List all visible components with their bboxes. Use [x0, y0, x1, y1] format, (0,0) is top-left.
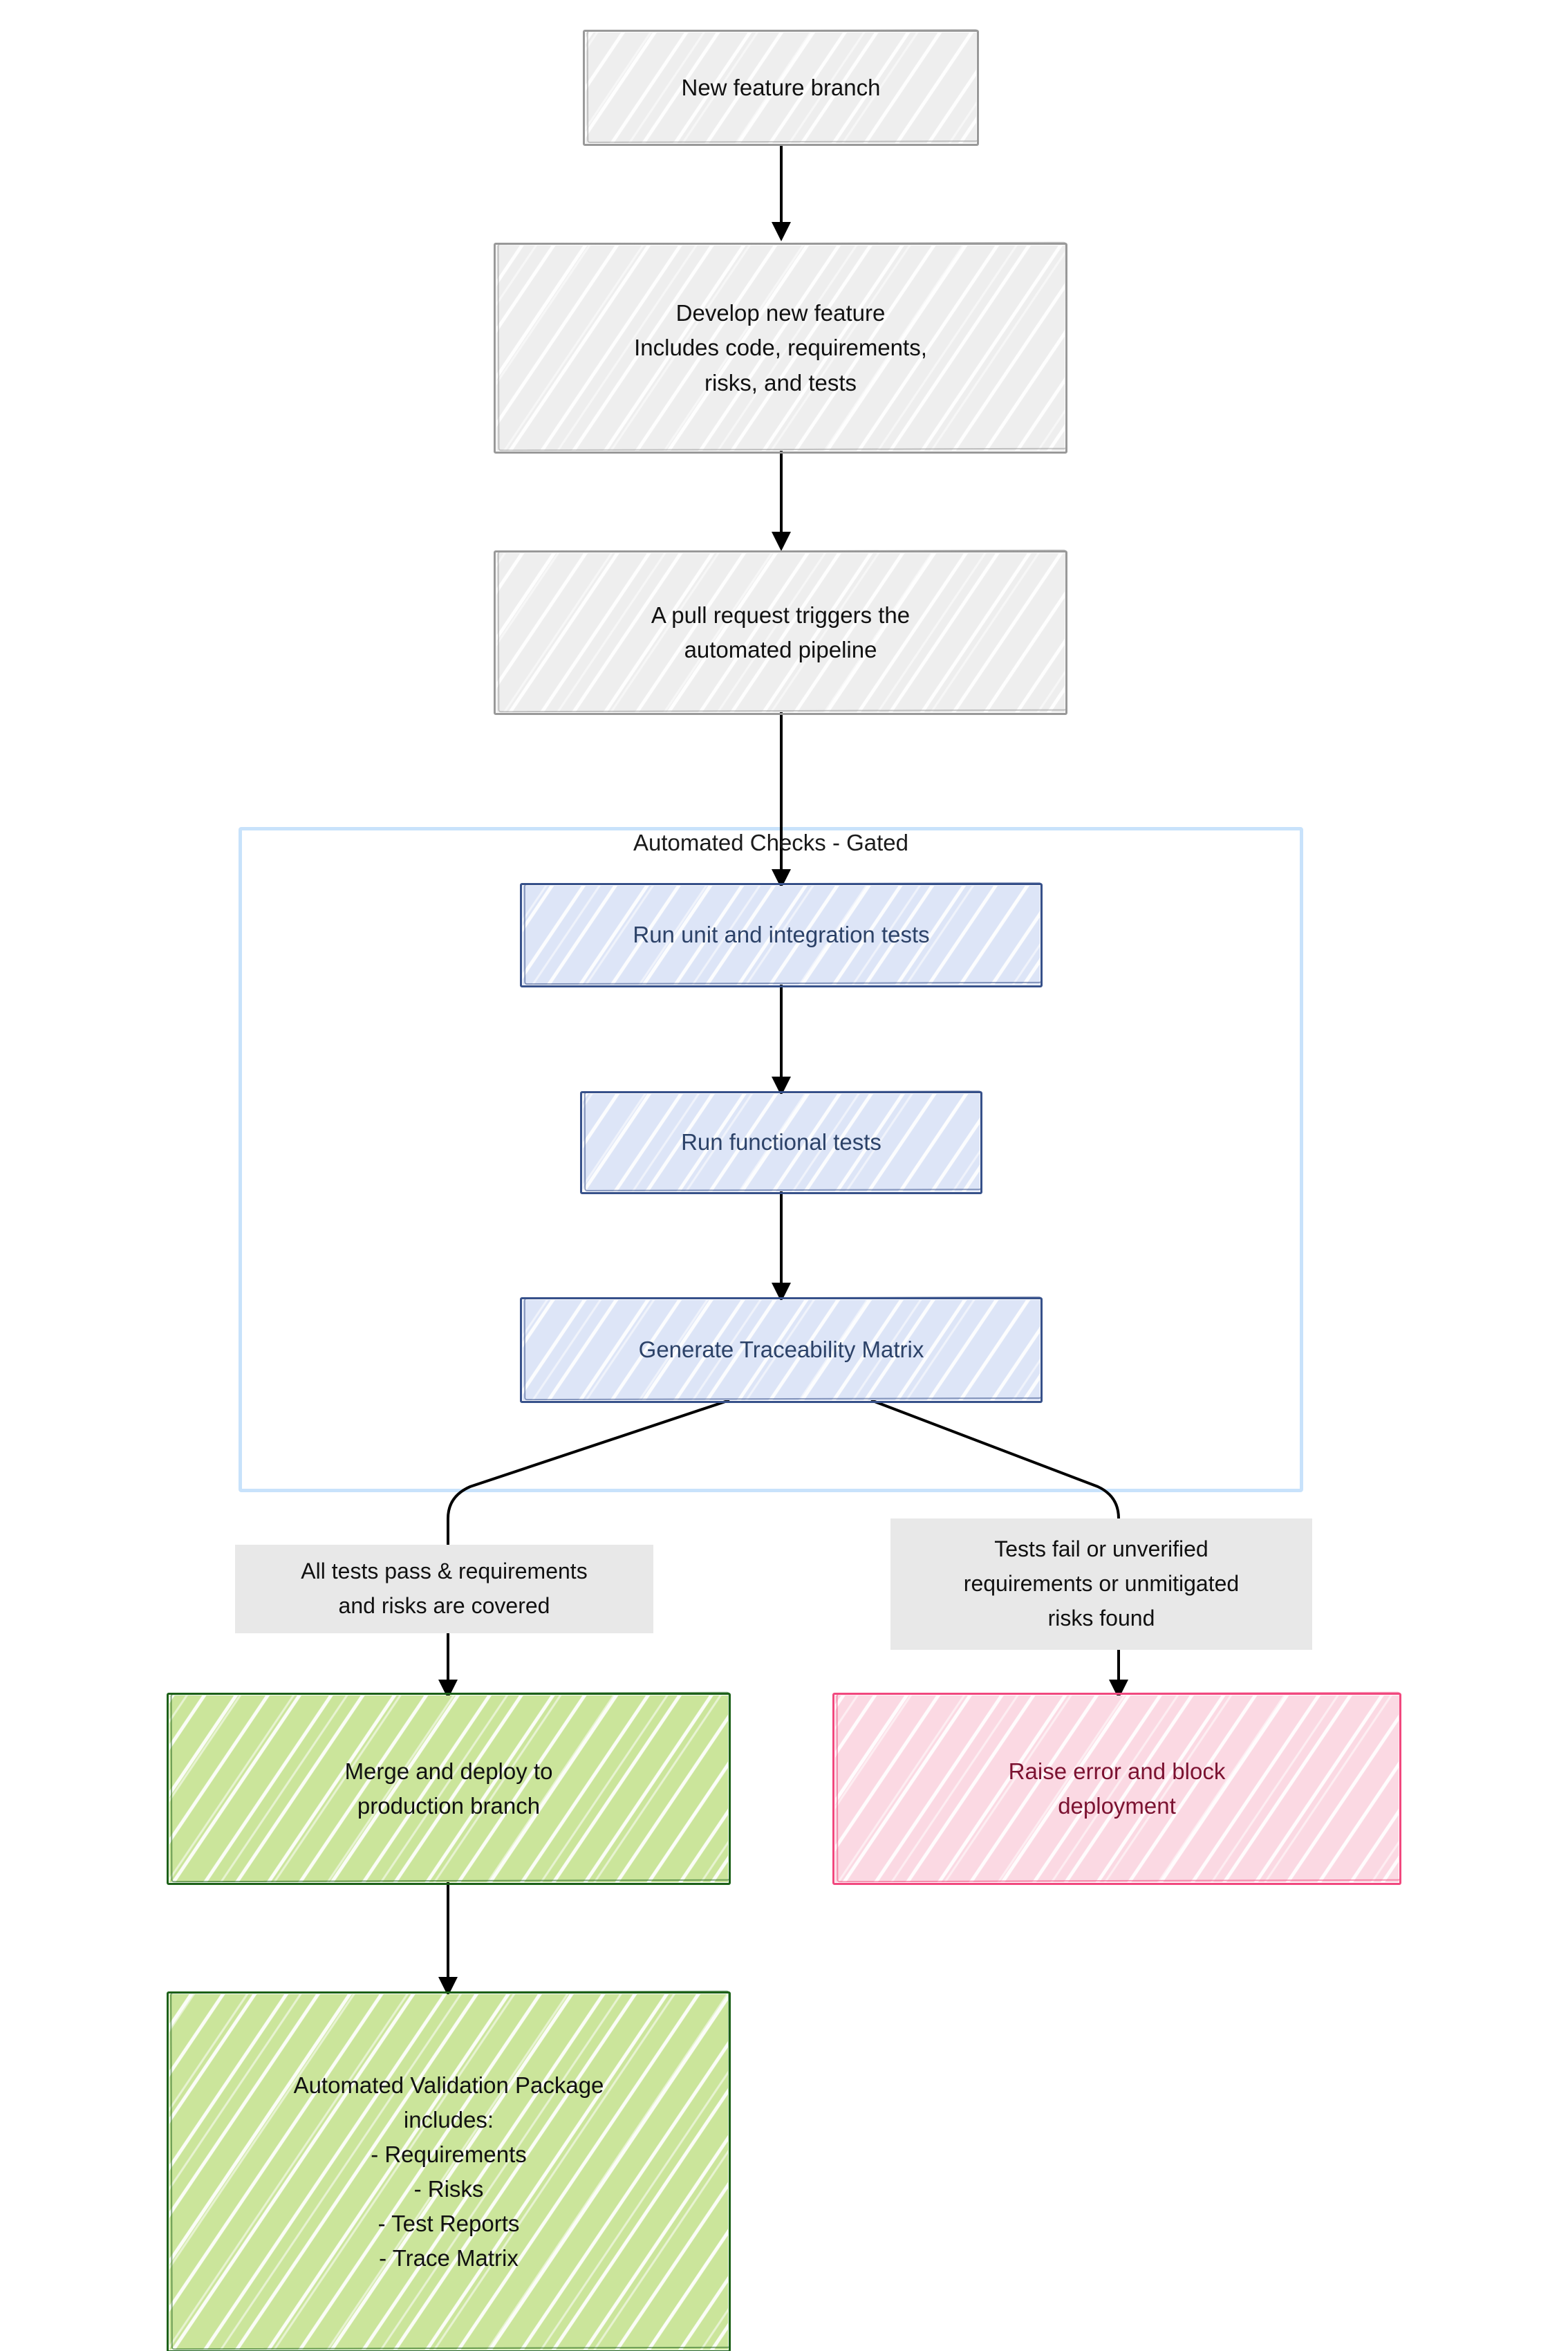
node-label: Run unit and integration tests — [633, 922, 930, 948]
subgraph-automated-checks — [239, 827, 1303, 1492]
node-unit-integration-tests[interactable]: Run unit and integration tests — [520, 883, 1043, 987]
node-label: New feature branch — [681, 74, 881, 100]
node-develop-feature[interactable]: Develop new feature Includes code, requi… — [494, 243, 1067, 454]
node-label: Develop new feature Includes code, requi… — [634, 300, 927, 396]
subgraph-title: Automated Checks - Gated — [633, 830, 909, 855]
node-label: Raise error and block deployment — [1008, 1758, 1226, 1819]
node-label: Merge and deploy to production branch — [344, 1758, 553, 1819]
node-functional-tests[interactable]: Run functional tests — [580, 1091, 982, 1194]
node-merge-deploy[interactable]: Merge and deploy to production branch — [167, 1693, 731, 1885]
node-raise-error[interactable]: Raise error and block deployment — [832, 1693, 1401, 1885]
node-label: A pull request triggers the automated pi… — [651, 602, 911, 662]
node-label: Generate Traceability Matrix — [638, 1337, 924, 1363]
edge-label-fail: Tests fail or unverified requirements or… — [890, 1518, 1312, 1650]
node-pull-request[interactable]: A pull request triggers the automated pi… — [494, 550, 1067, 715]
edge-label-pass: All tests pass & requirements and risks … — [235, 1545, 653, 1633]
node-traceability-matrix[interactable]: Generate Traceability Matrix — [520, 1297, 1043, 1403]
node-new-feature-branch[interactable]: New feature branch — [583, 30, 979, 146]
node-label: Run functional tests — [681, 1129, 881, 1155]
node-label: Automated Validation Package includes: -… — [293, 2072, 604, 2271]
node-validation-package[interactable]: Automated Validation Package includes: -… — [167, 1991, 731, 2351]
